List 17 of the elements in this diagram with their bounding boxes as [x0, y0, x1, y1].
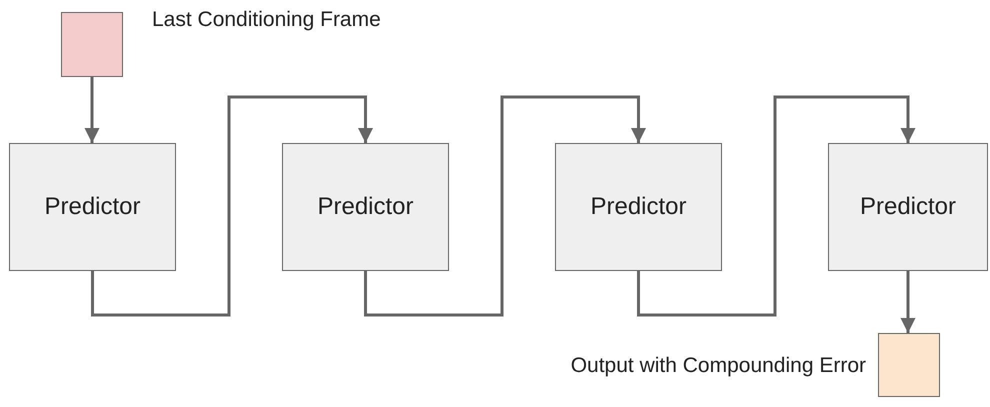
arrow	[637, 96, 916, 316]
arrow	[91, 96, 373, 316]
arrow	[364, 96, 646, 316]
node-label: Predictor	[860, 193, 956, 221]
arrow	[84, 77, 100, 143]
frame-square	[878, 333, 940, 397]
arrow	[900, 271, 916, 333]
node-label: Predictor	[590, 193, 687, 221]
process-box	[828, 143, 988, 271]
caption-text: Output with Compounding Error	[570, 354, 866, 378]
node-label: Predictor	[44, 193, 141, 221]
node-label: Predictor	[317, 193, 414, 221]
process-box	[9, 143, 176, 271]
caption-text: Last Conditioning Frame	[152, 8, 381, 32]
process-box	[555, 143, 722, 271]
process-box	[282, 143, 449, 271]
frame-square	[61, 12, 123, 77]
